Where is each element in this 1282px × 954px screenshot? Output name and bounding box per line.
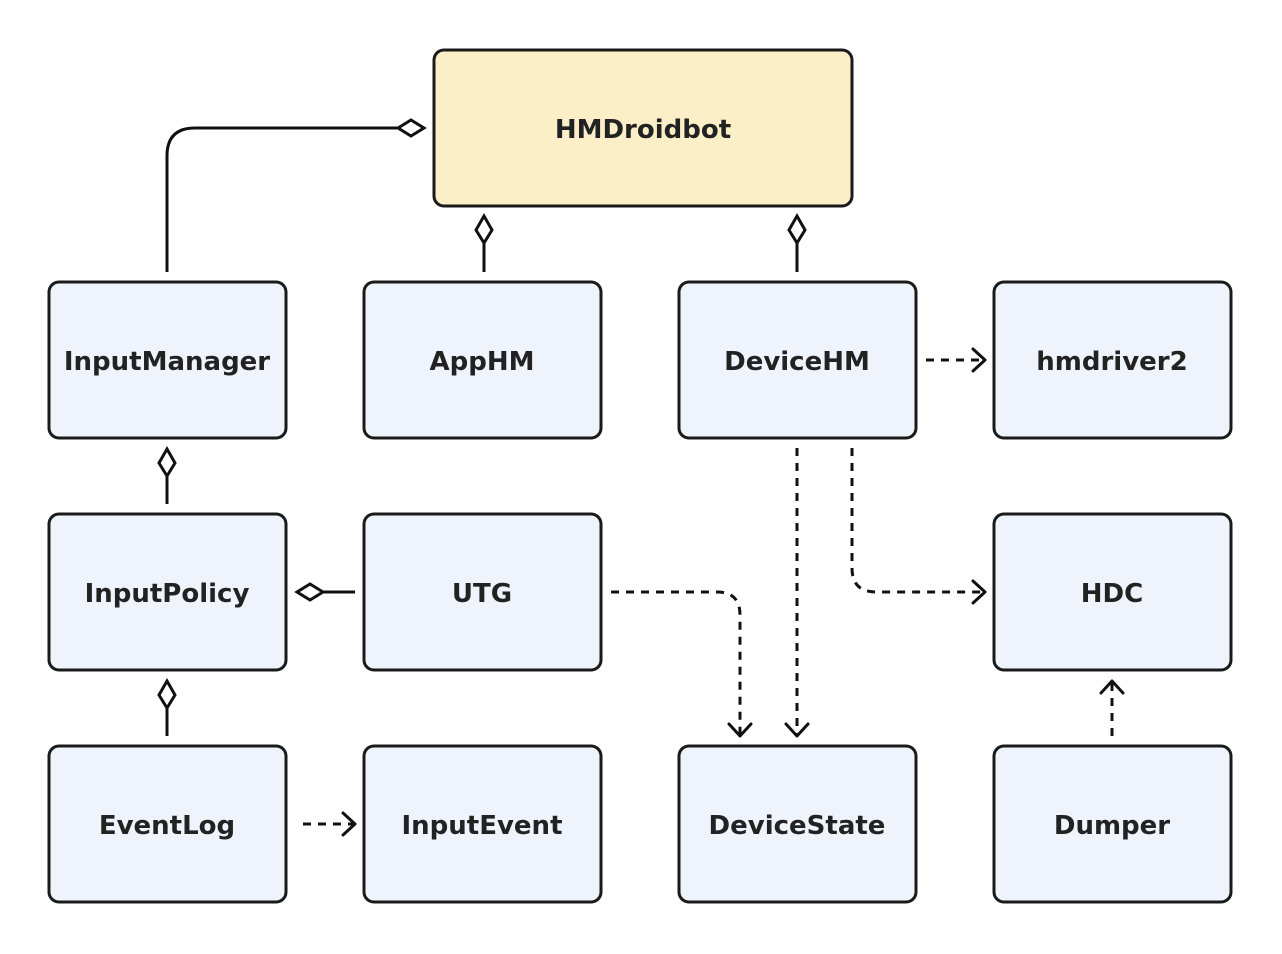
node-hdc[interactable]: HDC	[992, 512, 1233, 672]
edge-utg-to-device-state	[611, 590, 742, 735]
node-hmdroidbot[interactable]: HMDroidbot	[432, 48, 854, 208]
node-input-event-label: InputEvent	[401, 811, 562, 841]
node-event-log-label: EventLog	[99, 811, 235, 841]
node-hmdroidbot-label: HMDroidbot	[555, 115, 731, 145]
node-hmdriver2-box	[992, 280, 1233, 440]
node-app-hm[interactable]: AppHM	[362, 280, 603, 440]
node-app-hm-label: AppHM	[430, 347, 535, 377]
node-hdc-label: HDC	[1081, 579, 1143, 609]
node-hdc-box	[992, 512, 1233, 672]
node-event-log[interactable]: EventLog	[47, 744, 288, 904]
node-hmdriver2[interactable]: hmdriver2	[992, 280, 1233, 440]
aggregation-diamond-icon	[395, 118, 427, 138]
arrow-up-icon	[1099, 679, 1125, 695]
node-device-state-box	[677, 744, 918, 904]
node-dumper-box	[992, 744, 1233, 904]
arrow-right-icon	[971, 579, 987, 605]
edge-input-manager-to-hmdroidbot	[165, 126, 398, 272]
node-dumper[interactable]: Dumper	[992, 744, 1233, 904]
node-app-hm-box	[362, 280, 603, 440]
node-dumper-label: Dumper	[1054, 811, 1170, 841]
node-input-event-box	[362, 744, 603, 904]
arrow-right-icon	[341, 811, 357, 837]
node-device-hm-label: DeviceHM	[724, 347, 870, 377]
aggregation-diamond-icon	[157, 445, 177, 479]
node-device-hm[interactable]: DeviceHM	[677, 280, 918, 440]
node-device-hm-box	[677, 280, 918, 440]
aggregation-diamond-icon	[787, 212, 807, 246]
node-input-policy-box	[47, 512, 288, 672]
aggregation-diamond-icon	[157, 677, 177, 711]
node-input-manager[interactable]: InputManager	[47, 280, 288, 440]
node-event-log-box	[47, 744, 288, 904]
node-device-state[interactable]: DeviceState	[677, 744, 918, 904]
node-input-manager-box	[47, 280, 288, 440]
edge-device-hm-to-hdc	[850, 448, 984, 594]
arrow-right-icon	[971, 347, 987, 373]
node-utg-box	[362, 512, 603, 672]
node-input-event[interactable]: InputEvent	[362, 744, 603, 904]
node-input-policy[interactable]: InputPolicy	[47, 512, 288, 672]
node-hmdriver2-label: hmdriver2	[1036, 347, 1187, 377]
node-device-state-label: DeviceState	[709, 811, 886, 841]
node-utg[interactable]: UTG	[362, 512, 603, 672]
node-hmdroidbot-box	[432, 48, 854, 208]
node-input-policy-label: InputPolicy	[85, 579, 250, 609]
node-utg-label: UTG	[452, 579, 512, 609]
aggregation-diamond-icon	[474, 212, 494, 246]
arrow-down-icon	[727, 722, 753, 738]
aggregation-diamond-icon	[294, 582, 326, 602]
node-input-manager-label: InputManager	[64, 347, 270, 377]
arrow-down-icon	[784, 722, 810, 738]
